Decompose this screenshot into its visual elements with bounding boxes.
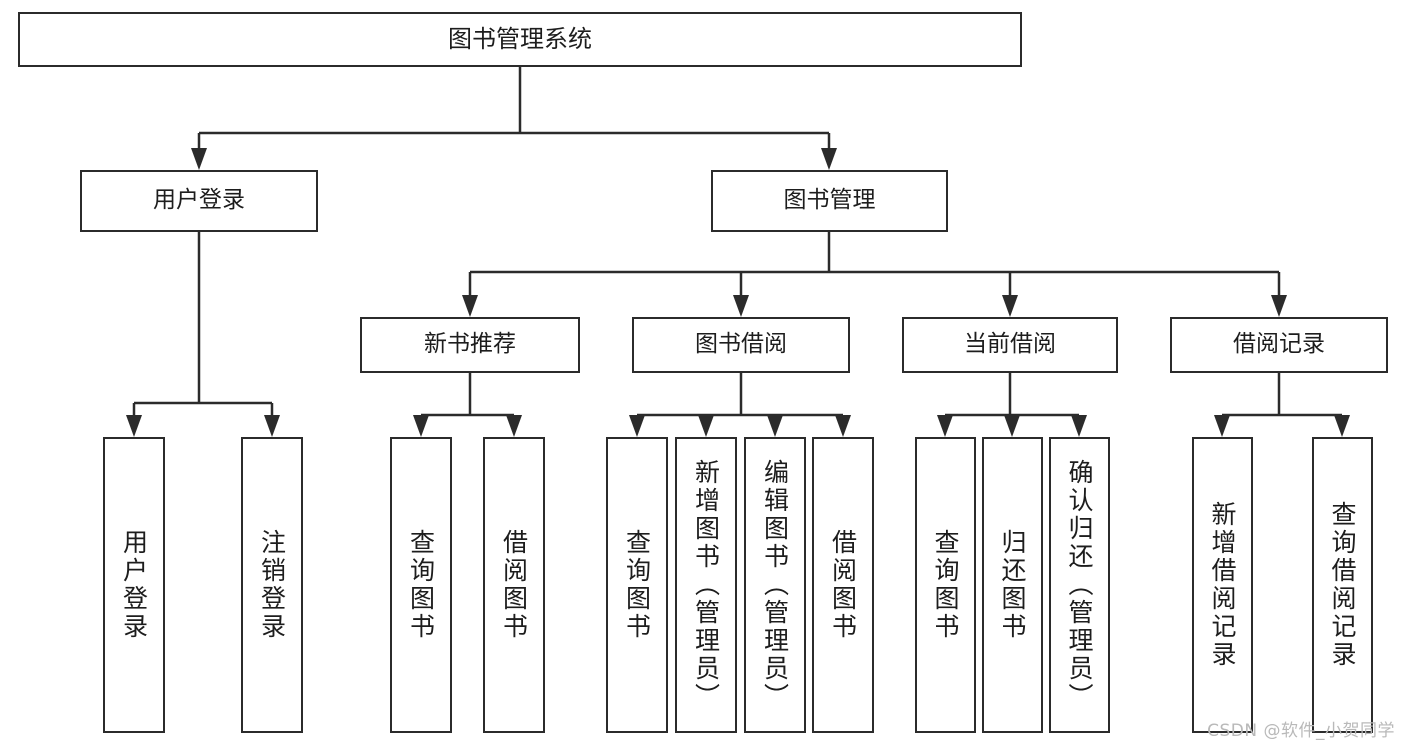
node-book-management-label: 图书管理 bbox=[783, 187, 876, 214]
leaf-query-book-current-label: 查询图书 bbox=[931, 529, 960, 641]
leaf-borrow-book[interactable]: 借阅图书 bbox=[812, 437, 874, 733]
leaf-query-borrow-record-label: 查询借阅记录 bbox=[1328, 501, 1357, 669]
leaf-add-book-admin[interactable]: 新增图书（管理员） bbox=[675, 437, 737, 733]
node-current-borrow-label: 当前借阅 bbox=[964, 331, 1056, 358]
leaf-query-book-recommend[interactable]: 查询图书 bbox=[390, 437, 452, 733]
leaf-confirm-return-admin-label: 确认归还（管理员） bbox=[1065, 459, 1094, 711]
csdn-watermark: CSDN @软件_小贺同学 bbox=[1207, 721, 1395, 741]
leaf-query-book-recommend-label: 查询图书 bbox=[406, 529, 436, 641]
leaf-return-book[interactable]: 归还图书 bbox=[982, 437, 1043, 733]
leaf-return-book-label: 归还图书 bbox=[998, 529, 1027, 641]
leaf-query-book-borrow[interactable]: 查询图书 bbox=[606, 437, 668, 733]
leaf-add-book-admin-label: 新增图书（管理员） bbox=[691, 459, 721, 711]
node-user-login[interactable]: 用户登录 bbox=[80, 170, 318, 232]
node-borrow-record-label: 借阅记录 bbox=[1233, 331, 1325, 358]
leaf-query-book-current[interactable]: 查询图书 bbox=[915, 437, 976, 733]
leaf-borrow-book-label: 借阅图书 bbox=[828, 529, 858, 641]
leaf-borrow-book-recommend[interactable]: 借阅图书 bbox=[483, 437, 545, 733]
node-user-login-label: 用户登录 bbox=[153, 187, 245, 214]
node-book-borrow[interactable]: 图书借阅 bbox=[632, 317, 850, 373]
leaf-user-login-label: 用户登录 bbox=[119, 529, 149, 641]
leaf-query-borrow-record[interactable]: 查询借阅记录 bbox=[1312, 437, 1373, 733]
leaf-edit-book-admin-label: 编辑图书（管理员） bbox=[760, 459, 790, 711]
node-current-borrow[interactable]: 当前借阅 bbox=[902, 317, 1118, 373]
leaf-add-borrow-record-label: 新增借阅记录 bbox=[1208, 501, 1237, 669]
leaf-logout[interactable]: 注销登录 bbox=[241, 437, 303, 733]
node-root[interactable]: 图书管理系统 bbox=[18, 12, 1022, 67]
leaf-add-borrow-record[interactable]: 新增借阅记录 bbox=[1192, 437, 1253, 733]
node-borrow-record[interactable]: 借阅记录 bbox=[1170, 317, 1388, 373]
leaf-borrow-book-recommend-label: 借阅图书 bbox=[499, 529, 529, 641]
node-book-borrow-label: 图书借阅 bbox=[695, 331, 787, 358]
node-root-label: 图书管理系统 bbox=[448, 25, 592, 54]
node-book-management[interactable]: 图书管理 bbox=[711, 170, 948, 232]
node-new-book-recommend-label: 新书推荐 bbox=[424, 331, 516, 358]
node-new-book-recommend[interactable]: 新书推荐 bbox=[360, 317, 580, 373]
leaf-user-login[interactable]: 用户登录 bbox=[103, 437, 165, 733]
leaf-edit-book-admin[interactable]: 编辑图书（管理员） bbox=[744, 437, 806, 733]
leaf-query-book-borrow-label: 查询图书 bbox=[622, 529, 652, 641]
leaf-confirm-return-admin[interactable]: 确认归还（管理员） bbox=[1049, 437, 1110, 733]
leaf-logout-label: 注销登录 bbox=[257, 529, 287, 641]
